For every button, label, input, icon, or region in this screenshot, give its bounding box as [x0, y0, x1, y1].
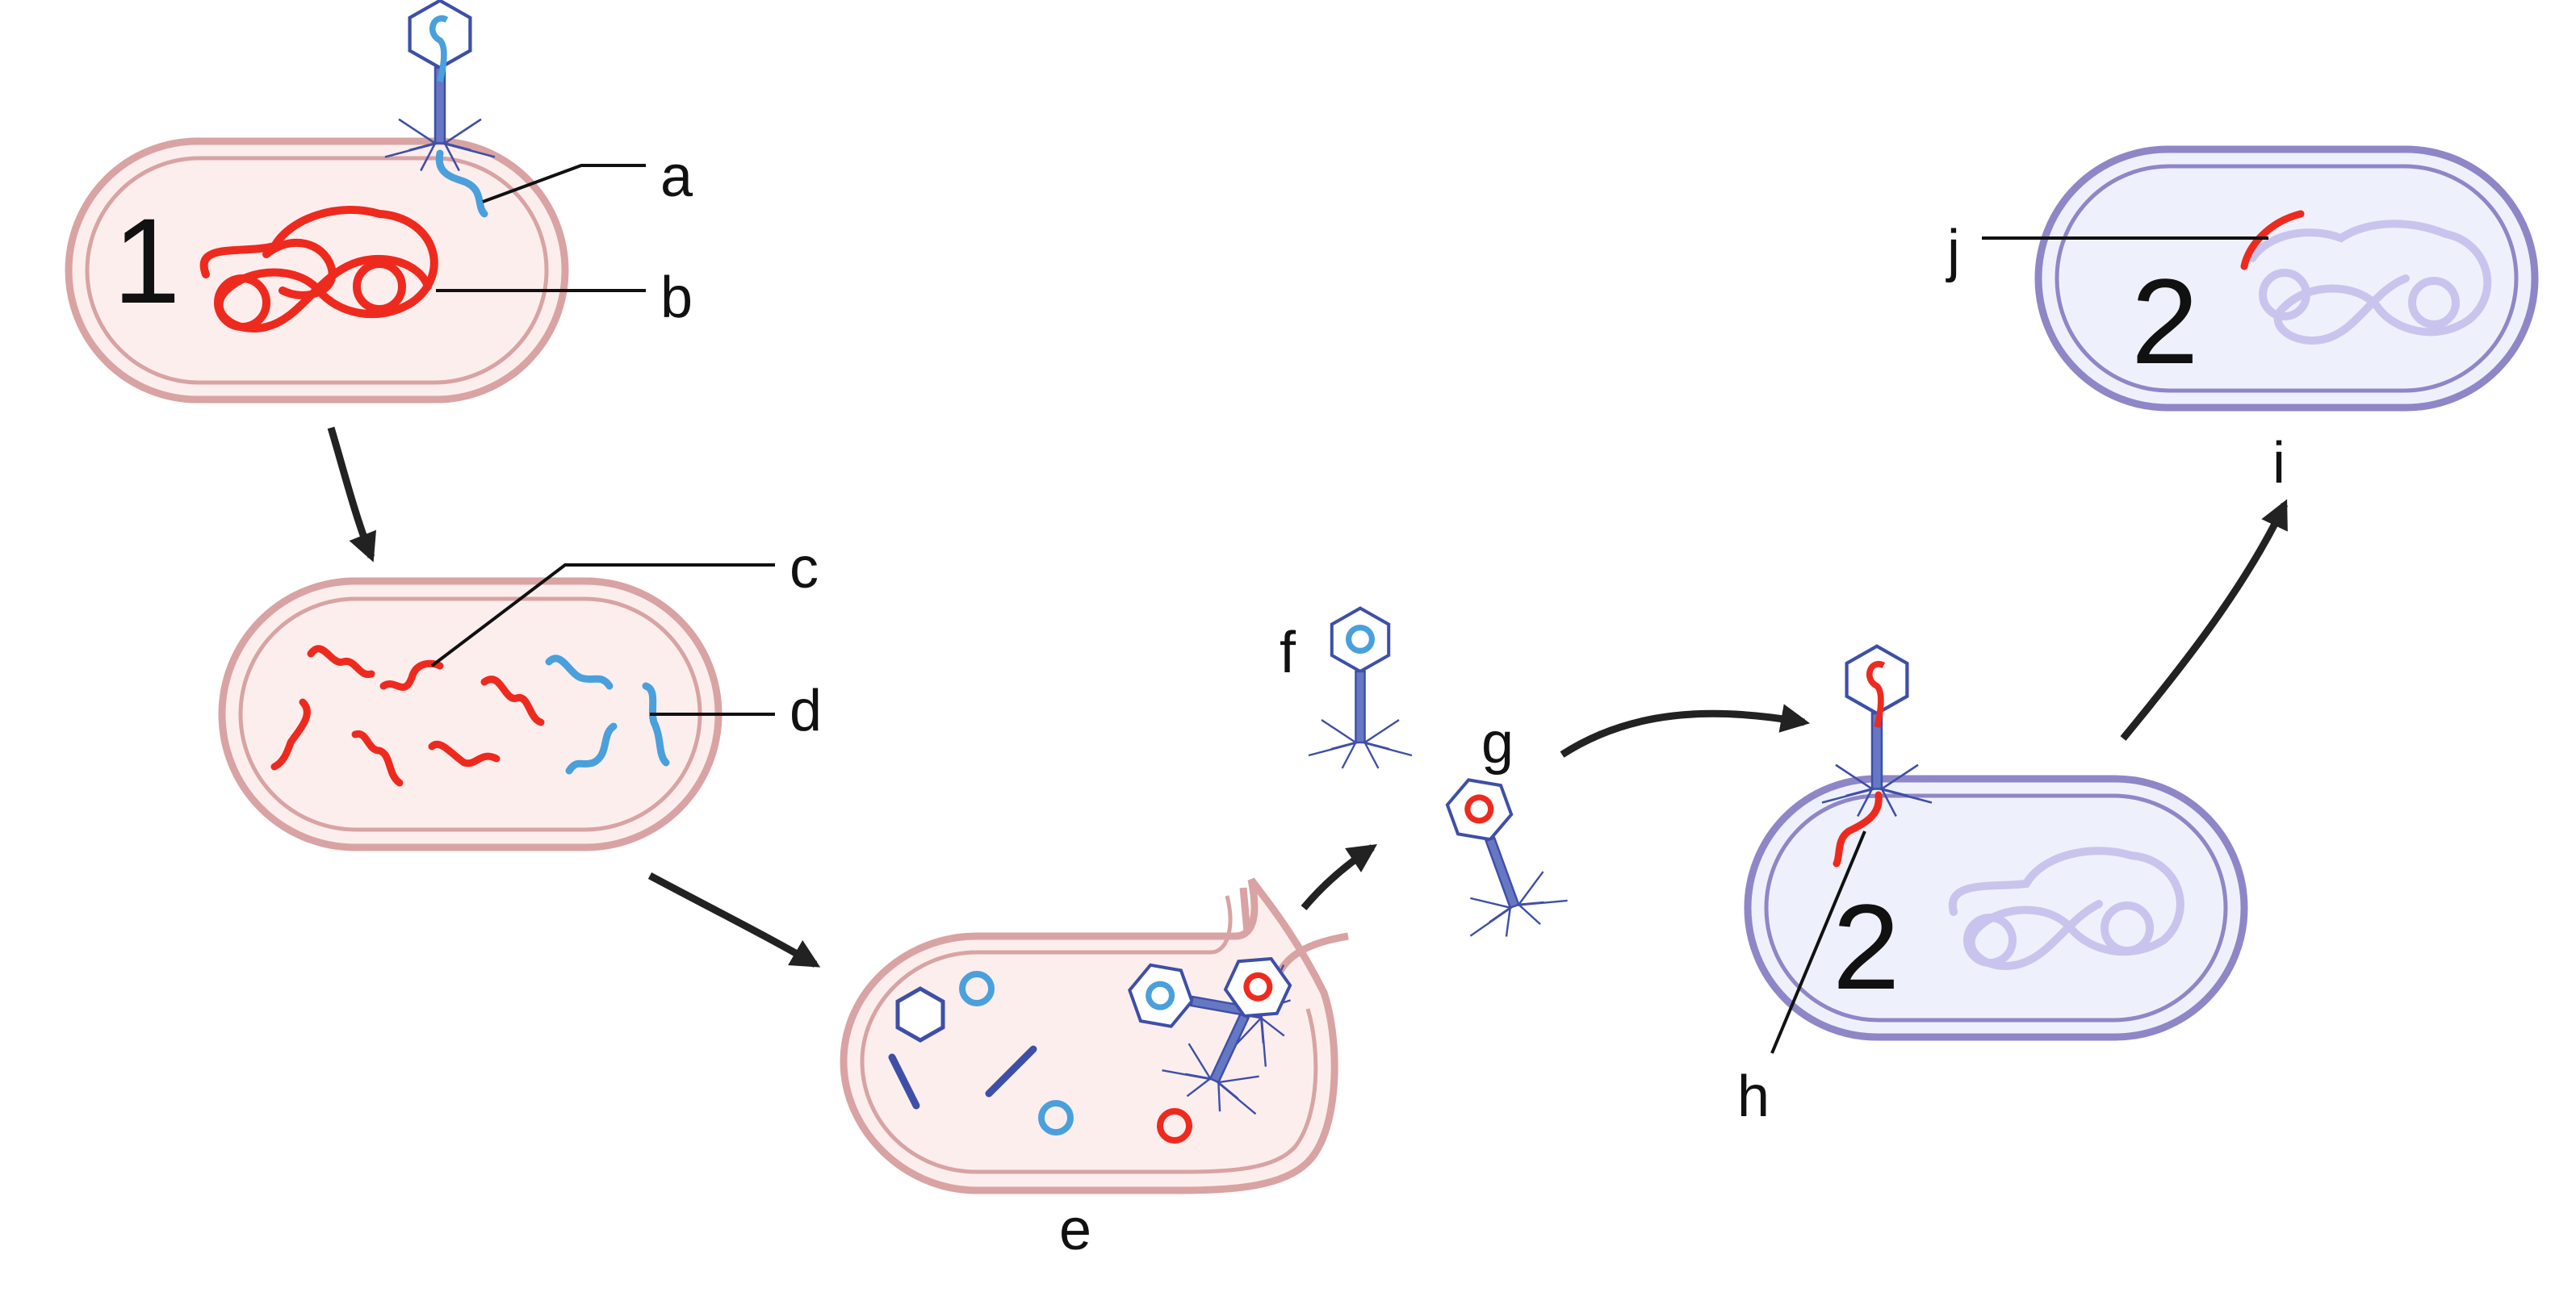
label-g: g	[1481, 711, 1514, 776]
bacteriophage-icon	[1420, 763, 1572, 948]
plasmid-ring-icon	[1038, 1100, 1074, 1136]
plasmid-ring-icon	[1157, 1108, 1192, 1144]
cell-number-1: 1	[113, 193, 180, 328]
label-a: a	[660, 144, 693, 209]
cell-number-2b: 2	[2131, 253, 2198, 389]
label-j: j	[1946, 219, 1960, 283]
dna-fragment-icon	[435, 149, 488, 218]
label-h: h	[1737, 1064, 1770, 1129]
lysing-cell	[840, 877, 1349, 1194]
dna-fragment-icon	[270, 645, 545, 787]
dna-fragment-icon	[2240, 210, 2305, 270]
dna-fragment-icon	[545, 655, 670, 775]
label-d: d	[790, 679, 822, 743]
bacteriophage-icon	[1309, 609, 1412, 768]
donor-cell-1: 1	[65, 1, 569, 404]
recipient-cell-2-transduced: 2	[2034, 145, 2539, 412]
label-b: b	[660, 266, 693, 330]
plasmid-ring-icon	[959, 971, 995, 1006]
bacteriophage-icon	[1157, 937, 1318, 1126]
label-i: i	[2272, 431, 2285, 496]
arrow-icon	[647, 872, 821, 968]
leader-line-h	[1770, 830, 1866, 1054]
bacteriophage-icon	[1822, 646, 1932, 817]
bacteriophage-icon	[385, 1, 495, 171]
chromosome-icon	[2248, 220, 2492, 345]
fragmented-dna-cell	[218, 577, 723, 851]
label-f: f	[1280, 621, 1296, 685]
label-e: e	[1059, 1198, 1091, 1262]
dna-fragment-icon	[1833, 791, 1883, 868]
arrow-icon	[327, 426, 377, 563]
bacteriophage-icon	[1120, 939, 1296, 1069]
arrow-icon	[2120, 499, 2289, 741]
cell-number-2: 2	[1833, 879, 1900, 1014]
arrow-icon	[1301, 844, 1377, 910]
phage-tail-icon	[888, 1045, 1037, 1110]
label-c: c	[790, 536, 819, 600]
chromosome-icon	[199, 205, 438, 333]
leader-line-c	[430, 563, 775, 667]
phage-head-icon	[895, 986, 945, 1043]
arrow-icon	[1560, 704, 1811, 758]
leader-line-a	[482, 164, 646, 203]
chromosome-icon	[1948, 847, 2184, 970]
recipient-cell-2-infected: 2	[1744, 646, 2248, 1041]
